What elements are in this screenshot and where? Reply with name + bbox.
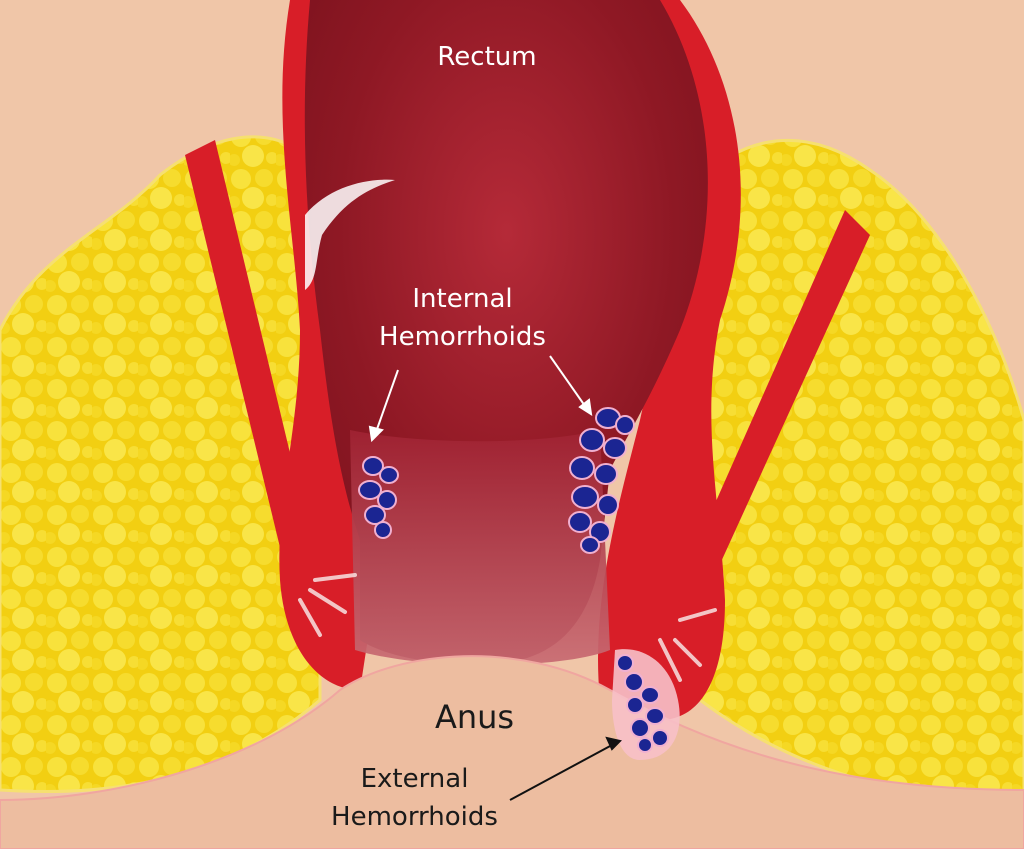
external-hemorrhoids-label: External Hemorrhoids bbox=[292, 760, 537, 836]
external-hemorrhoids-label-line2: Hemorrhoids bbox=[331, 802, 498, 832]
external-hemorrhoid bbox=[616, 654, 669, 753]
rectum-label: Rectum bbox=[437, 42, 537, 72]
internal-hemorrhoid-right bbox=[568, 407, 635, 554]
internal-hemorrhoids-label-line2: Hemorrhoids bbox=[379, 322, 546, 352]
external-hemorrhoids-label-line1: External bbox=[360, 764, 469, 794]
anal-canal bbox=[350, 430, 610, 665]
perineal-skin bbox=[0, 655, 1024, 849]
internal-hemorrhoids-label-line1: Internal bbox=[412, 284, 513, 314]
internal-hemorrhoids-label: Internal Hemorrhoids bbox=[330, 280, 595, 356]
internal-hemorrhoid-left bbox=[358, 456, 399, 539]
anus-label: Anus bbox=[434, 698, 515, 736]
